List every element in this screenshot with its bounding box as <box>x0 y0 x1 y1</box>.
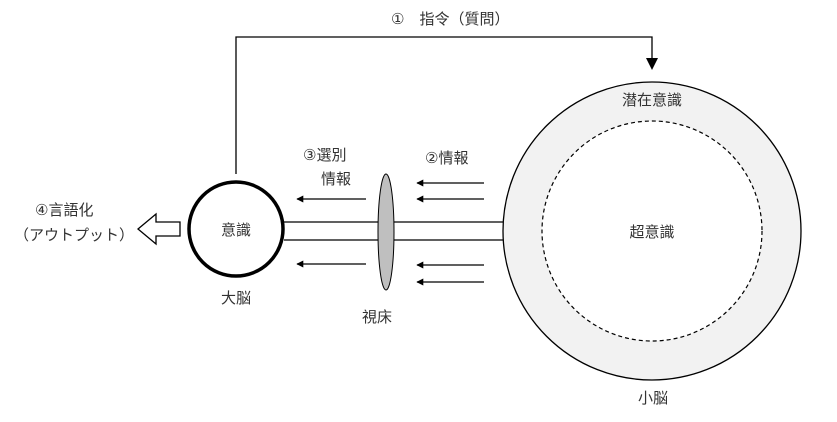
consciousness-circle <box>187 180 285 278</box>
superconscious-label: 超意識 <box>629 223 674 241</box>
step4-output-label-line2: （アウトプット） <box>14 226 134 244</box>
command-path <box>235 36 653 174</box>
consciousness-label: 意識 <box>221 221 251 239</box>
step4-verbalize-label-line1: ④言語化 <box>35 201 93 219</box>
step2-info-label: ②情報 <box>425 149 468 167</box>
thalamus-lens <box>377 173 395 291</box>
output-hollow-arrow <box>136 212 181 246</box>
step1-command-label: ① 指令（質問） <box>391 10 509 28</box>
thalamus-label: 視床 <box>362 308 392 326</box>
subconscious-label: 潜在意識 <box>622 91 682 109</box>
step3-selected-label-line2: 情報 <box>321 170 351 188</box>
cerebrum-label: 大脳 <box>221 289 251 307</box>
step3-selected-label-line1: ③選別 <box>303 146 346 164</box>
cerebellum-label: 小脳 <box>638 389 668 407</box>
command-arrowhead <box>646 58 658 70</box>
superconscious-core <box>541 120 763 342</box>
